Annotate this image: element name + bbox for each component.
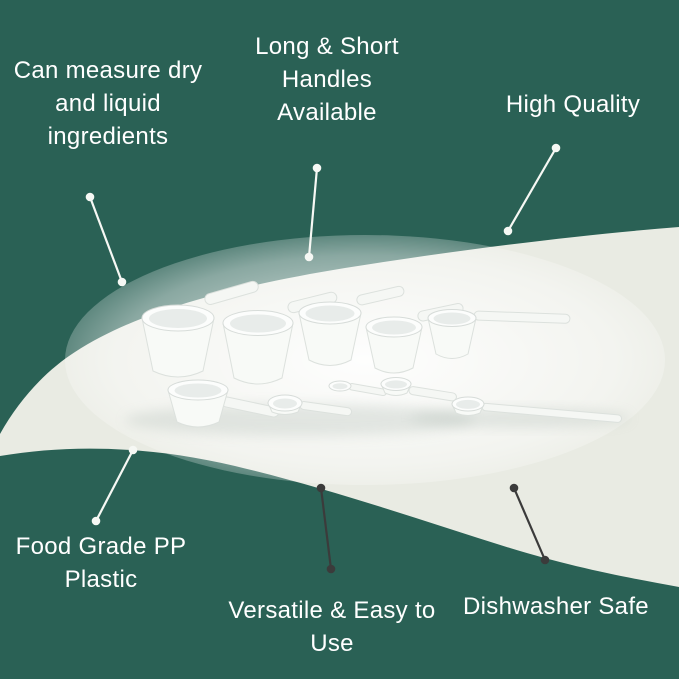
callout-dot bbox=[503, 226, 513, 236]
callout-label-dishwasher-safe: Dishwasher Safe bbox=[463, 593, 649, 620]
measuring-spoon bbox=[267, 394, 353, 417]
callout-dot bbox=[316, 483, 326, 493]
callout-label-high-quality: High Quality bbox=[505, 91, 641, 118]
callout-dot bbox=[326, 564, 336, 574]
callout-connector-top-center bbox=[304, 163, 322, 262]
measuring-cup bbox=[222, 291, 338, 385]
callout-connector-top-right bbox=[503, 143, 561, 236]
bottom-teal-wave bbox=[0, 448, 679, 679]
callout-dot bbox=[304, 252, 314, 262]
callout-connector-top-left bbox=[85, 192, 127, 287]
callout-dot bbox=[128, 445, 138, 455]
callout-dot bbox=[85, 192, 95, 202]
top-teal-wave bbox=[0, 0, 679, 434]
callout-label-versatile: Versatile & Easy to Use bbox=[228, 597, 436, 658]
callout-label-dry-liquid: Can measure dry and liquid ingredients bbox=[13, 57, 203, 151]
callout-dot bbox=[312, 163, 322, 173]
callout-connector-bottom-center bbox=[316, 483, 336, 574]
measuring-cup bbox=[427, 309, 571, 359]
measuring-cup bbox=[298, 285, 405, 366]
measuring-spoon bbox=[451, 396, 623, 423]
callout-label-food-grade: Food Grade PP Plastic bbox=[15, 533, 187, 594]
callout-label-handles: Long & Short Handles Available bbox=[255, 33, 399, 127]
callout-dot bbox=[117, 277, 127, 287]
callout-connector-bottom-left bbox=[91, 445, 138, 526]
measuring-scoop bbox=[380, 377, 457, 402]
measuring-cup bbox=[141, 280, 259, 378]
measuring-scoop bbox=[167, 379, 280, 428]
callout-dot bbox=[509, 483, 519, 493]
callout-connector-bottom-right bbox=[509, 483, 550, 565]
callout-dot bbox=[551, 143, 561, 153]
callout-dot bbox=[540, 555, 550, 565]
callout-dot bbox=[91, 516, 101, 526]
